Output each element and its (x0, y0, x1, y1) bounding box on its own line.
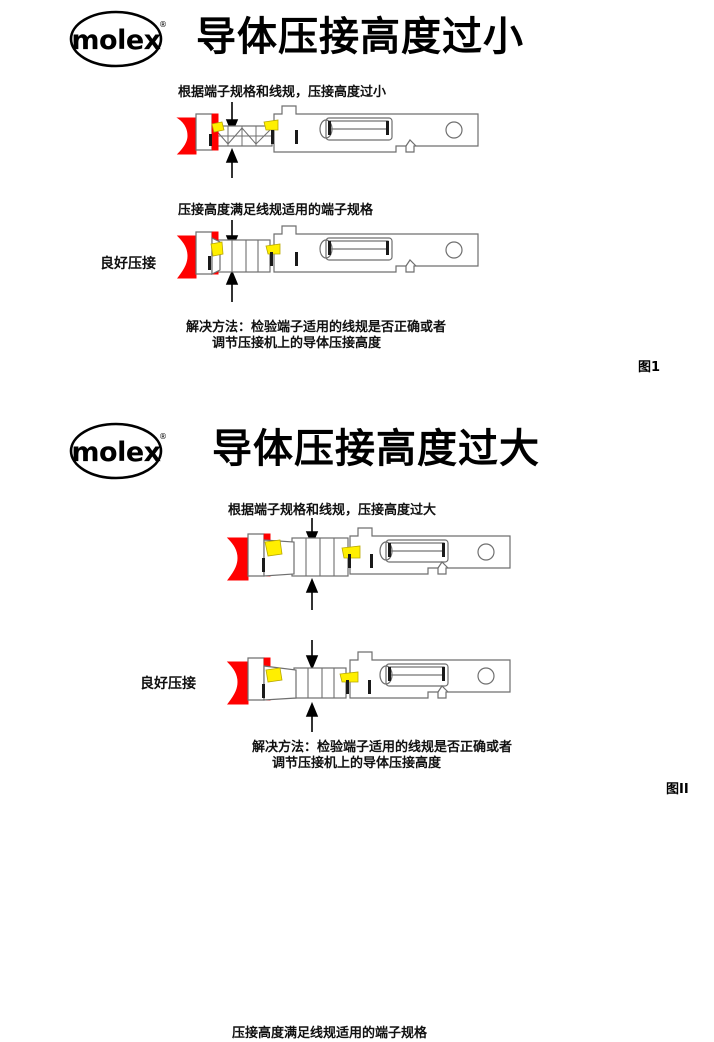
crimp-wings (211, 119, 279, 133)
diagram-caption-good: 压接高度满足线规适用的端子规格 (232, 1026, 428, 1041)
terminal-diagram-good-1 (176, 218, 518, 308)
diagram-caption-good: 压接高度满足线规适用的端子规格 (178, 203, 374, 218)
good-crimp-label: 良好压接 (140, 676, 196, 692)
solution-text-1: 解决方法：检验端子适用的线规是否正确或者 调节压接机上的导体压接高度 (186, 320, 446, 352)
section-title: 导体压接高度过小 (196, 14, 524, 60)
crimp-wings (264, 539, 361, 559)
conductor-crimp-barrel (291, 537, 349, 577)
conductor-crimp-barrel (293, 667, 347, 699)
solution-text-2: 解决方法：检验端子适用的线规是否正确或者 调节压接机上的导体压接高度 (252, 740, 512, 772)
solution-line-2: 调节压接机上的导体压接高度 (212, 336, 382, 351)
molex-logo: molex ® (60, 420, 172, 482)
terminal-diagram-good-2 (210, 640, 550, 735)
wire-insulation (226, 533, 295, 581)
solution-line-1: 解决方法：检验端子适用的线规是否正确或者 (252, 740, 513, 755)
terminal-diagram-too-large (210, 518, 550, 613)
svg-text:®: ® (159, 432, 167, 441)
svg-text:molex: molex (71, 437, 160, 468)
section-header: molex ® 导体压接高度过小 (0, 0, 714, 74)
figure-label-2: 图II (666, 782, 689, 797)
conductor-crimp-barrel (217, 239, 271, 273)
wire-insulation (226, 657, 297, 705)
crimp-height-indicator (305, 640, 319, 732)
crimp-wings (265, 667, 359, 683)
section-header: molex ® 导体压接高度过大 (0, 400, 714, 480)
figure-label-1: 图1 (638, 360, 661, 375)
solution-line-1: 解决方法：检验端子适用的线规是否正确或者 (186, 320, 447, 335)
section-title: 导体压接高度过大 (212, 426, 540, 472)
solution-line-2: 调节压接机上的导体压接高度 (272, 756, 442, 771)
svg-text:molex: molex (71, 25, 160, 56)
diagram-caption-defect: 根据端子规格和线规，压接高度过小 (178, 85, 387, 100)
molex-logo: molex ® (60, 8, 172, 70)
good-crimp-label: 良好压接 (100, 256, 156, 272)
diagram-caption-defect: 根据端子规格和线规，压接高度过大 (228, 503, 437, 518)
svg-text:®: ® (159, 20, 167, 29)
section-crimp-too-small: molex ® 导体压接高度过小 根据端子规格和线规，压接高度过小 (0, 0, 714, 400)
section-crimp-too-large: molex ® 导体压接高度过大 根据端子规格和线规，压接高度过大 (0, 400, 714, 1041)
terminal-diagram-too-small (176, 100, 518, 185)
crimp-wings (210, 241, 281, 257)
